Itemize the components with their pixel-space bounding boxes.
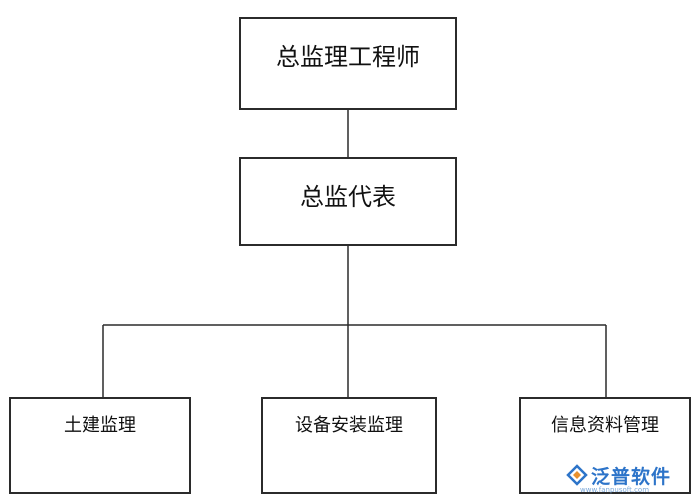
civil-supervision-label: 土建监理 <box>64 415 136 436</box>
chief-supervising-engineer-label: 总监理工程师 <box>276 43 420 71</box>
chief-representative-box: 总监代表 <box>239 157 457 246</box>
brand-logo-icon <box>566 464 588 486</box>
brand-url: www.fanpusoft.com <box>580 486 650 494</box>
chief-supervising-engineer-box: 总监理工程师 <box>239 17 457 110</box>
civil-supervision-box: 土建监理 <box>9 397 191 494</box>
chief-representative-label: 总监代表 <box>300 183 396 211</box>
brand-name: 泛普软件 <box>591 465 672 488</box>
brand-watermark: 泛普软件 www.fanpusoft.com <box>566 455 694 495</box>
equipment-installation-box: 设备安装监理 <box>261 397 437 494</box>
equipment-installation-label: 设备安装监理 <box>295 415 403 436</box>
information-management-box: 信息资料管理 <box>519 397 691 494</box>
information-management-label: 信息资料管理 <box>551 415 659 436</box>
